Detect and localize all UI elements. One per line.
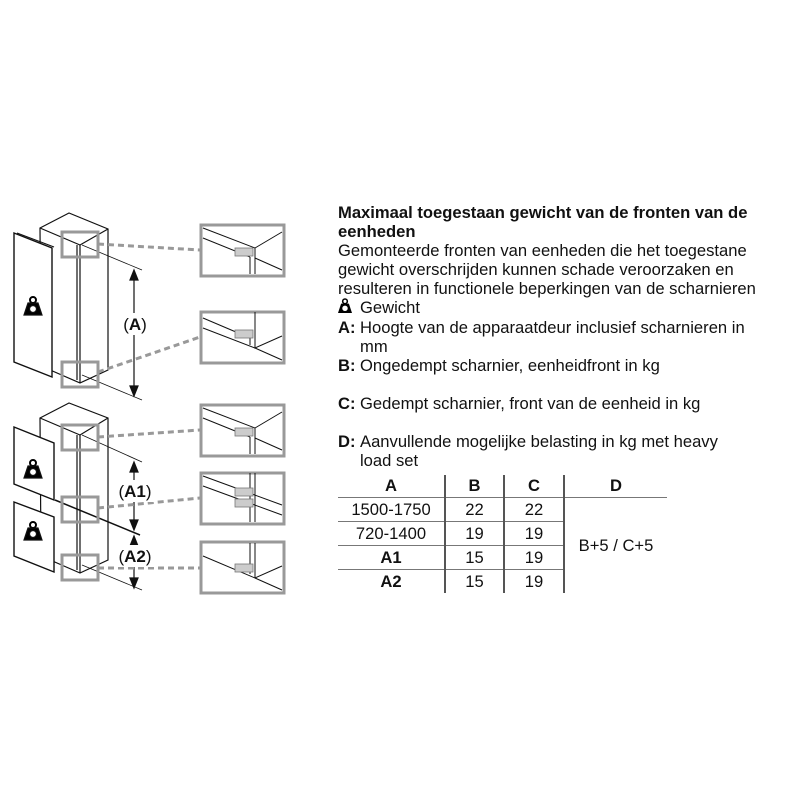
cell-D-merged: B+5 / C+5 xyxy=(578,535,654,555)
legend-text: Gedempt scharnier, front van de eenheid … xyxy=(360,394,701,413)
legend-key: D: xyxy=(338,432,356,451)
legend-A: A: Hoogte van de apparaatdeur inclusief … xyxy=(338,318,798,356)
description-line: gewicht overschrijden kunnen schade vero… xyxy=(338,260,734,279)
label-A1: (A1) xyxy=(118,482,151,501)
legend-text: Aanvullende mogelijke belasting in kg me… xyxy=(360,432,718,470)
table-row: A2 15 19 xyxy=(338,569,667,593)
label-A: (A) xyxy=(123,315,147,334)
cell-C: 19 xyxy=(504,569,565,593)
legend-text: Hoogte van de apparaatdeur inclusief sch… xyxy=(360,318,745,356)
header-A: A xyxy=(338,475,446,498)
cell-C: 19 xyxy=(504,545,565,570)
header-D: D xyxy=(564,475,667,498)
table-row: 1500-1750 22 22 B+5 / C+5 xyxy=(338,497,667,555)
single-door-appliance xyxy=(13,212,143,401)
cell-B: 15 xyxy=(445,569,505,593)
weight-icon xyxy=(338,298,360,318)
cell-C: 22 xyxy=(504,497,565,522)
legend-text: Ongedempt scharnier, eenheidfront in kg xyxy=(360,356,660,375)
label-A2: (A2) xyxy=(118,547,151,566)
legend-weight: Gewicht xyxy=(338,298,798,318)
section-title: Maximaal toegestaan gewicht van de front… xyxy=(338,203,748,241)
legend-C: C: Gedempt scharnier, front van de eenhe… xyxy=(338,394,798,413)
weight-table: A B C D 1500-1750 22 22 B+5 / C+5 720-14… xyxy=(338,475,667,593)
cell-B: 15 xyxy=(445,545,505,570)
header-B: B xyxy=(445,475,505,498)
legend-B: B: Ongedempt scharnier, eenheidfront in … xyxy=(338,356,798,375)
cell-A: 1500-1750 xyxy=(338,497,446,522)
cell-C: 19 xyxy=(504,521,565,546)
info-text: Maximaal toegestaan gewicht van de front… xyxy=(338,203,798,470)
legend-key: A: xyxy=(338,318,356,337)
legend-D: D: Aanvullende mogelijke belasting in kg… xyxy=(338,432,798,470)
table-row: A1 15 19 xyxy=(338,545,667,570)
table-row: 720-1400 19 19 xyxy=(338,521,667,546)
cell-B: 19 xyxy=(445,521,505,546)
hinge-diagram: (A) (A1) (A2) xyxy=(13,212,286,595)
description-line: resulteren in functionele beperkingen va… xyxy=(338,279,756,298)
legend-weight-label: Gewicht xyxy=(360,298,420,317)
cell-A: A1 xyxy=(338,545,446,570)
header-C: C xyxy=(504,475,565,498)
cell-A: A2 xyxy=(338,569,446,593)
legend-key: C: xyxy=(338,394,356,413)
cell-B: 22 xyxy=(445,497,505,522)
cell-A: 720-1400 xyxy=(338,521,446,546)
table-header: A B C D xyxy=(338,475,667,498)
two-door-appliance xyxy=(13,402,143,591)
description-line: Gemonteerde fronten van eenheden die het… xyxy=(338,241,747,260)
legend-key: B: xyxy=(338,356,356,375)
